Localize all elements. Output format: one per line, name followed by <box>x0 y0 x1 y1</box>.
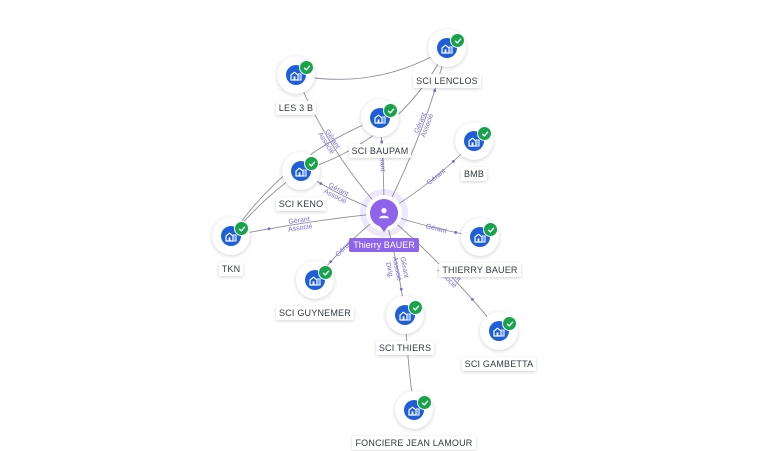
relation-role-text: Dirig. <box>384 262 394 279</box>
company-name-label: SCI GAMBETTA <box>419 354 579 372</box>
check-icon <box>318 265 333 280</box>
edge-arrow-marker <box>329 260 333 264</box>
edge-arrow-marker <box>319 182 323 185</box>
company-name-label: SCI LENCLOS <box>367 71 527 89</box>
company-name: TKN <box>218 262 244 276</box>
person-name: Thierry BAUER <box>349 238 419 252</box>
company-name: BMB <box>460 167 488 181</box>
relation-role-text: Gérant <box>378 150 386 172</box>
company-name: SCI GAMBETTA <box>461 357 537 371</box>
relation-role-text: Gérant <box>288 216 310 226</box>
company-name: SCI KENO <box>275 197 327 211</box>
company-name: FONCIERE JEAN LAMOUR <box>352 436 476 450</box>
company-name: THIERRY BAUER <box>439 263 521 277</box>
edge-arrow-marker <box>380 140 384 144</box>
user-icon <box>370 199 398 227</box>
relation-label-thierrybauer: Gérant <box>425 223 448 235</box>
company-name: SCI LENCLOS <box>413 74 481 88</box>
company-name-label: BMB <box>394 164 554 182</box>
edge-arrow-marker <box>399 287 403 291</box>
company-name: SCI THIERS <box>375 341 435 355</box>
check-icon <box>383 103 398 118</box>
company-name-label: TKN <box>151 259 311 277</box>
relation-role-text: Gérant <box>398 256 409 278</box>
check-icon <box>477 126 492 141</box>
company-name-label: THIERRY BAUER <box>400 260 560 278</box>
company-name-label: FONCIERE JEAN LAMOUR <box>334 433 494 451</box>
relation-edge-lenclos <box>383 47 448 214</box>
company-name: SCI BAUPAM <box>348 144 412 158</box>
company-name-label: SCI KENO <box>221 194 381 212</box>
check-icon <box>502 316 517 331</box>
company-name: LES 3 B <box>275 101 317 115</box>
company-name-label: LES 3 B <box>216 98 376 116</box>
relation-label-baupam: Gérant <box>378 150 386 172</box>
check-icon <box>234 221 249 236</box>
check-icon <box>408 300 423 315</box>
edge-arrow-marker <box>470 298 474 301</box>
person-name-label: Thierry BAUER <box>304 235 464 253</box>
check-icon <box>417 395 432 410</box>
check-icon <box>450 33 465 48</box>
company-name-label: SCI BAUPAM <box>300 141 460 159</box>
company-name-label: SCI GUYNEMER <box>235 303 395 321</box>
company-name-label: SCI THIERS <box>325 338 485 356</box>
edge-arrow-marker <box>454 231 458 234</box>
company-name: SCI GUYNEMER <box>276 306 354 320</box>
check-icon <box>299 60 314 75</box>
relation-role-text: Associé <box>288 223 313 234</box>
edge-arrow-marker <box>451 159 455 163</box>
edge-arrow-marker <box>433 89 437 92</box>
check-icon <box>483 222 498 237</box>
relation-role-text: Gérant <box>425 223 448 235</box>
person-pin-tip <box>379 225 389 232</box>
edge-arrow-marker <box>267 227 271 231</box>
check-icon <box>304 156 319 171</box>
relation-role-text: Associé <box>391 256 403 282</box>
